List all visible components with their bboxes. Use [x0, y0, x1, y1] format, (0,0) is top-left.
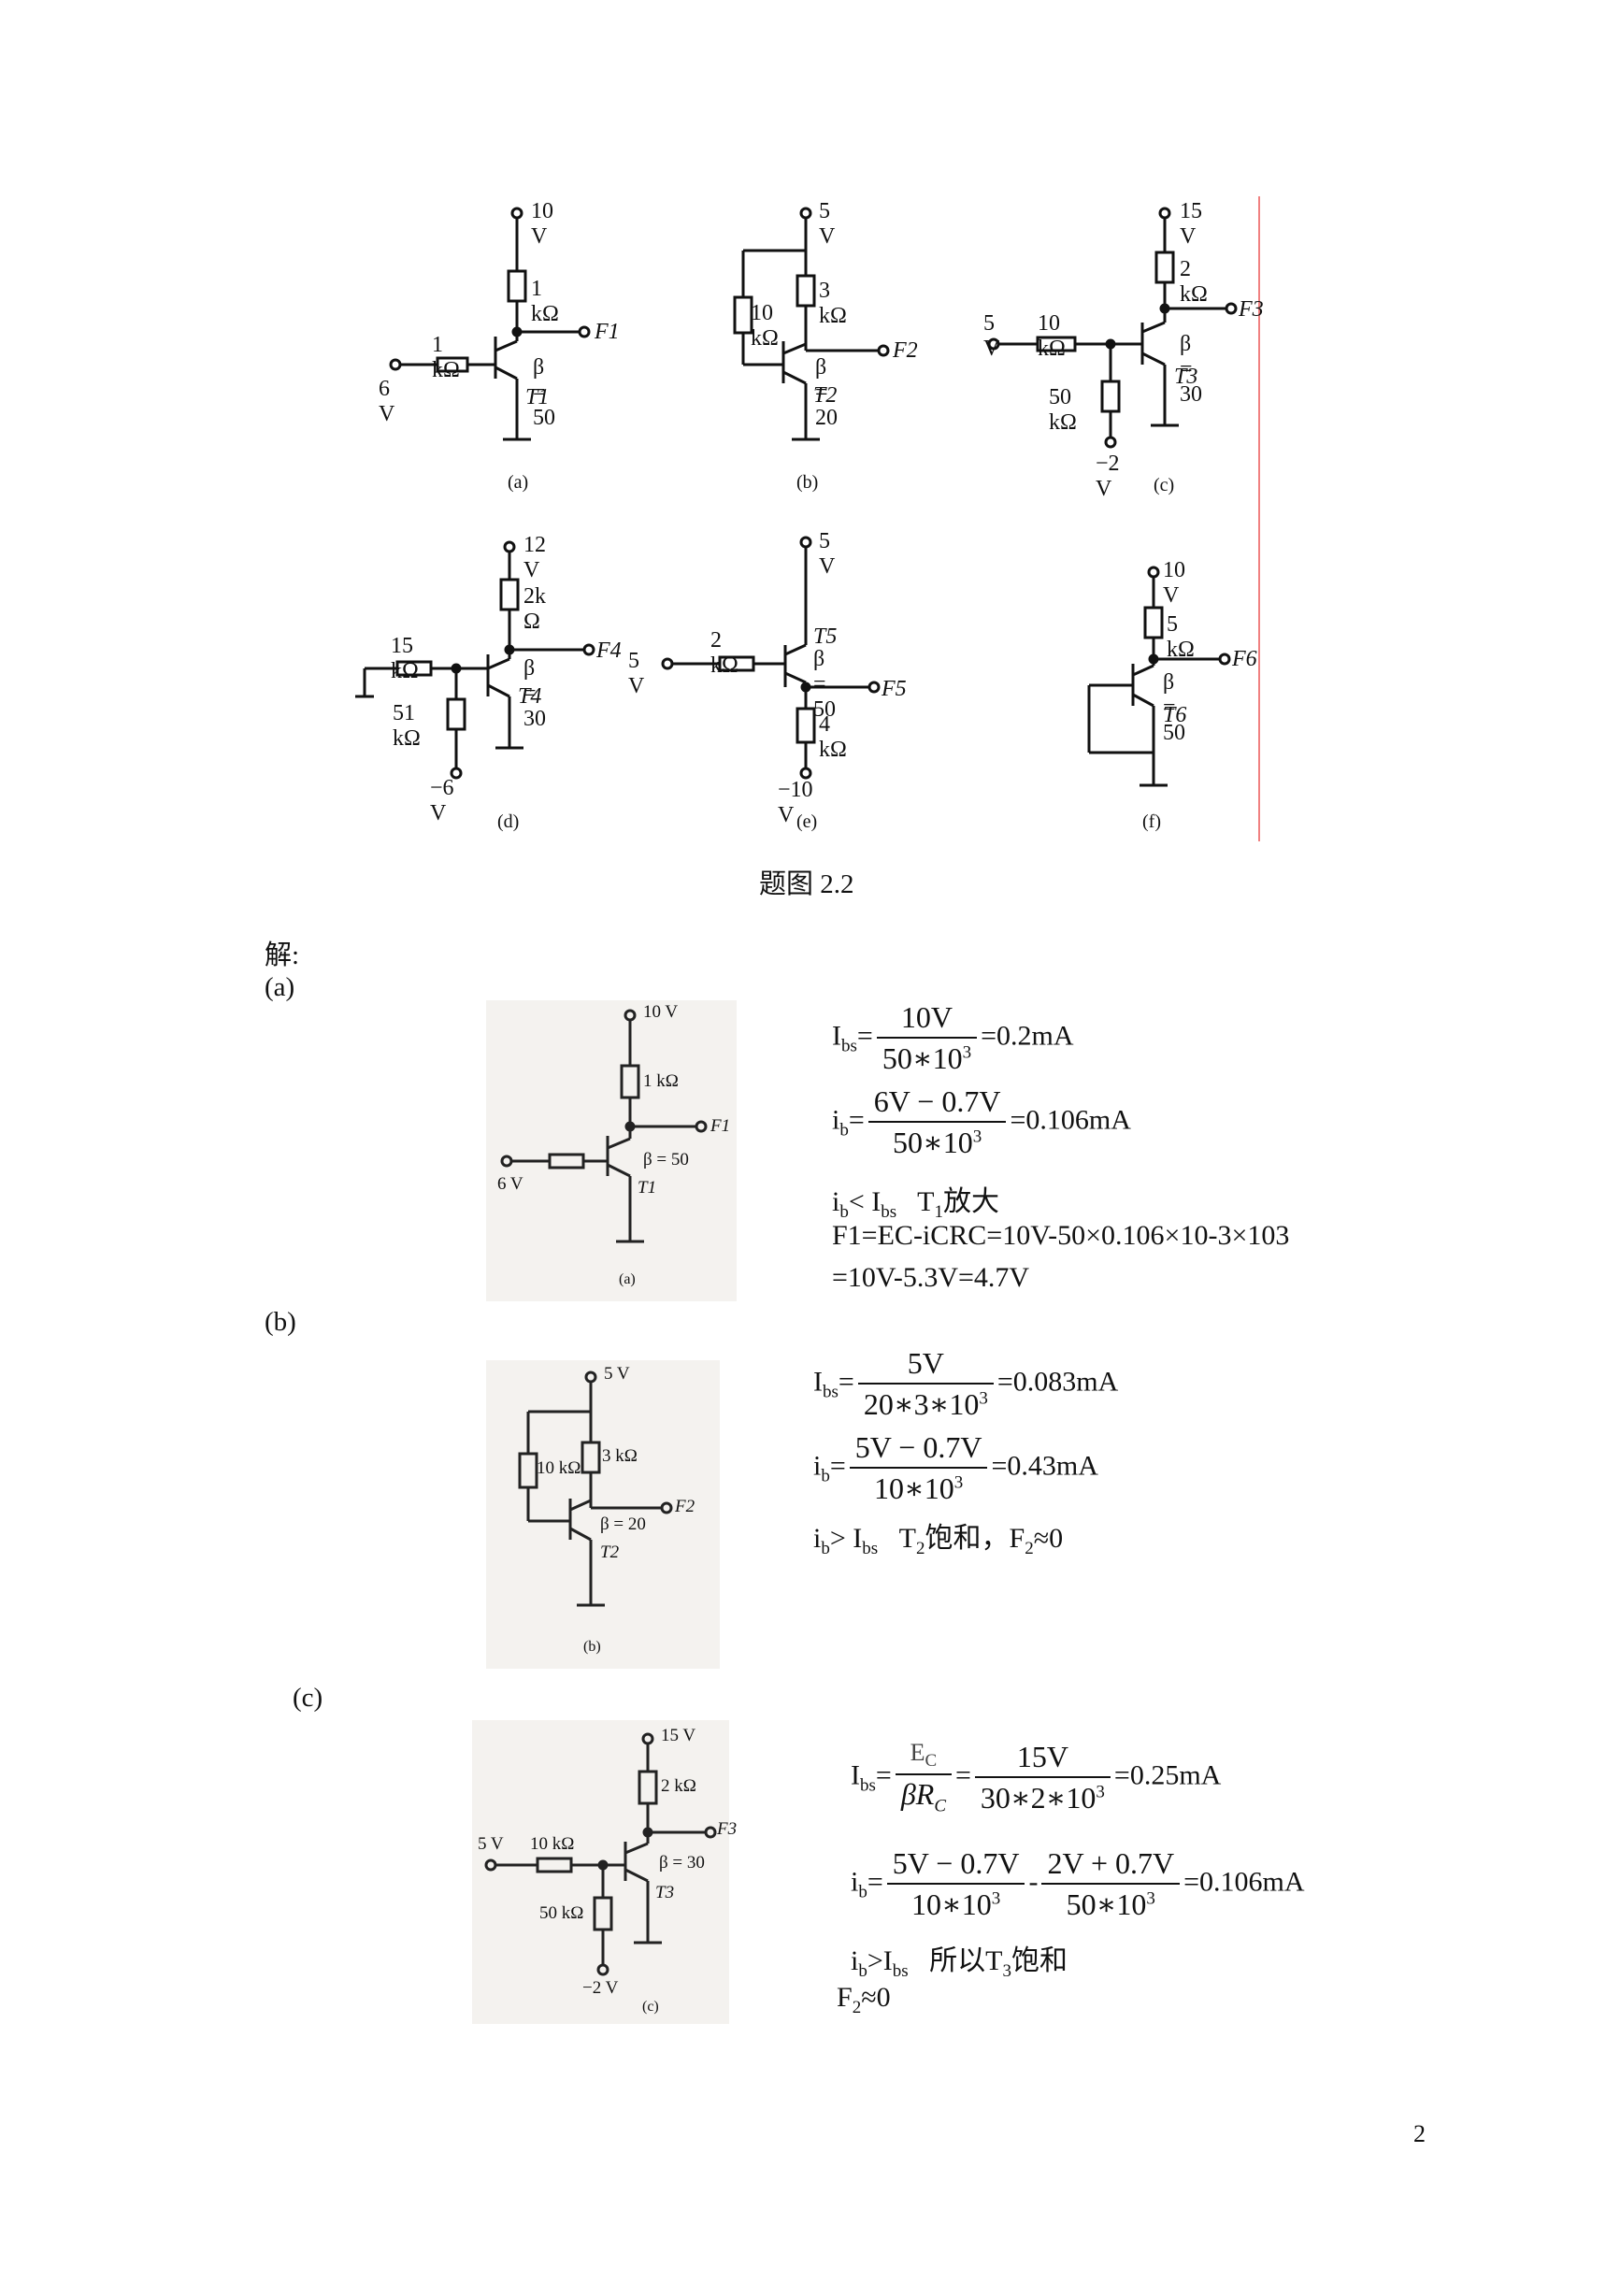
rc-label: 2 kΩ	[1180, 257, 1208, 307]
eq-c-line4: F2≈0	[837, 1982, 891, 2017]
part-c-label: (c)	[293, 1683, 323, 1713]
eq-c-line3: ib>Ibs 所以T3饱和	[851, 1945, 1068, 1981]
beta-label: β = 30	[1180, 332, 1202, 407]
rb-label: 2 kΩ	[710, 628, 738, 678]
output-label: F3	[1239, 297, 1264, 322]
caption: (e)	[796, 811, 818, 832]
vneg-label: −2 V	[1096, 452, 1120, 501]
vcc-label: 5 V	[819, 199, 836, 249]
transistor-label: T3	[1174, 365, 1198, 389]
rb-label: 15 kΩ	[391, 634, 419, 683]
transistor-label: T6	[1163, 703, 1187, 727]
circuit-b	[733, 207, 890, 441]
r2-label: 51 kΩ	[393, 701, 421, 751]
caption: (f)	[1142, 811, 1161, 832]
circuit-f	[1087, 566, 1231, 787]
circuit-a-photo: 10 V 1 kΩ 6 V β = 50 T1 F1 (a)	[486, 1000, 737, 1301]
vcc-label: 10 V	[531, 199, 553, 249]
circuit-c	[987, 207, 1238, 449]
output-label: F6	[1232, 647, 1257, 671]
vin-label: 6 V	[379, 377, 395, 426]
rc-label: 3 kΩ	[819, 279, 847, 328]
rc-label: 2k Ω	[523, 584, 546, 634]
transistor-label: T5	[813, 624, 838, 649]
part-b-label: (b)	[265, 1307, 296, 1337]
circuit-a	[389, 207, 591, 441]
circuit-e	[661, 536, 881, 780]
beta-label: β = 20	[815, 355, 838, 430]
eq-a-line3: ib< Ibs T1放大	[832, 1186, 999, 1222]
re-label: 4 kΩ	[819, 712, 847, 762]
beta-label: β = 50	[533, 355, 555, 430]
beta-label: β = 50	[813, 647, 836, 722]
beta-label: β = 50	[1163, 670, 1185, 745]
page-margin-line	[1258, 196, 1260, 841]
solution-label: 解:	[265, 940, 300, 970]
rb-label: 10 kΩ	[751, 301, 779, 351]
output-label: F1	[595, 320, 620, 344]
rb-label: 1 kΩ	[432, 333, 460, 382]
circuit-b-photo: 5 V 3 kΩ 10 kΩ β = 20 T2 F2 (b)	[486, 1360, 720, 1669]
vcc-label: 5 V	[819, 529, 836, 579]
eq-a-line4: F1=EC-iCRC=10V-50×0.106×10-3×103	[832, 1220, 1290, 1251]
output-label: F4	[596, 639, 622, 663]
vin-label: 5 V	[628, 649, 645, 698]
rc-label: 1 kΩ	[531, 277, 559, 326]
r2-label: 50 kΩ	[1049, 385, 1077, 435]
caption: (c)	[1154, 475, 1175, 495]
figure-2-2-circuits	[355, 207, 1238, 787]
vcc-label: 12 V	[523, 533, 546, 582]
beta-label: β = 30	[523, 656, 546, 731]
transistor-label: T4	[518, 684, 542, 709]
eq-b-line3: ib> Ibs T2饱和，F2≈0	[813, 1523, 1064, 1558]
eq-a-line5: =10V-5.3V=4.7V	[832, 1262, 1030, 1293]
rb-label: 10 kΩ	[1038, 311, 1066, 361]
vneg-label: −6 V	[430, 776, 454, 825]
vneg-label: −10 V	[778, 778, 813, 827]
rc-label: 5 kΩ	[1167, 612, 1195, 662]
vin-label: 5 V	[983, 311, 1000, 361]
circuit-d	[355, 540, 595, 780]
output-label: F5	[882, 677, 907, 701]
caption: (b)	[796, 472, 819, 493]
figure-caption: 题图 2.2	[759, 869, 854, 899]
transistor-label: T1	[525, 385, 550, 409]
vcc-label: 10 V	[1163, 558, 1185, 608]
output-label: F2	[893, 338, 918, 363]
caption: (a)	[508, 472, 529, 493]
page-number: 2	[1413, 2120, 1426, 2147]
part-a-label: (a)	[265, 972, 295, 1002]
circuit-c-photo: 15 V 2 kΩ 10 kΩ 5 V 50 kΩ −2 V β = 30 T3…	[472, 1720, 737, 2024]
caption: (d)	[497, 811, 520, 832]
transistor-label: T2	[813, 383, 838, 408]
vcc-label: 15 V	[1180, 199, 1202, 249]
